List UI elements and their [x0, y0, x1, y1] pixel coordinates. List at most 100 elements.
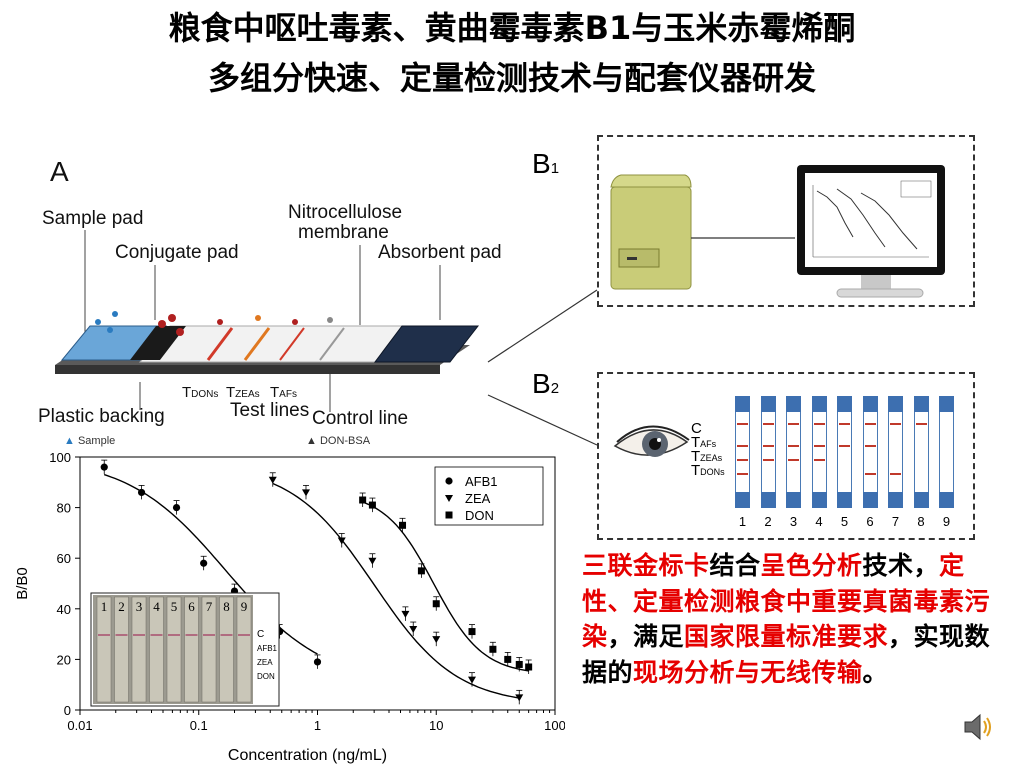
- eye-icon: [613, 425, 690, 457]
- point-zea: [467, 676, 476, 684]
- slide-title-line-2: 多组分快速、定量检测技术与配套仪器研发: [207, 59, 816, 97]
- strip-number: 2: [764, 514, 772, 529]
- nitrocellulose-label-1: Nitrocellulose: [288, 202, 403, 223]
- legend-label-don: DON: [465, 508, 494, 523]
- inset-strip: [149, 596, 164, 703]
- point-zea: [409, 626, 418, 634]
- point-afb1: [172, 504, 181, 512]
- inset-strip: [236, 596, 252, 703]
- desc-seg-1: 三联金标卡: [582, 551, 710, 580]
- x-tick-label: 0.01: [67, 718, 92, 733]
- point-don: [525, 663, 533, 671]
- point-don: [359, 496, 367, 504]
- plastic-backing-label: Plastic backing: [38, 406, 165, 427]
- instrument-drawing: [610, 165, 945, 298]
- point-don: [368, 501, 376, 509]
- strip-number: 3: [789, 514, 798, 529]
- description-text: 三联金标卡结合呈色分析技术，定性、定量检测粮食中重要真菌毒素污染，满足国家限量标…: [582, 548, 994, 690]
- point-don: [432, 600, 440, 608]
- legend-label-afb1: AFB1: [465, 474, 498, 489]
- nitrocellulose-label-2: membrane: [298, 222, 389, 243]
- desc-seg-10: 。: [862, 657, 889, 687]
- y-tick-label: 40: [57, 602, 71, 617]
- point-zea: [268, 476, 277, 484]
- desc-seg-6: ，满足: [607, 622, 685, 651]
- test-strip: [913, 396, 929, 508]
- panel-b2-letter: B2: [532, 368, 560, 399]
- sample-pad-label: Sample pad: [42, 208, 144, 229]
- strip-number: 9: [942, 514, 951, 529]
- y-tick-label: 0: [64, 703, 71, 718]
- test-strip: [760, 396, 776, 508]
- legend-marker-don: [445, 511, 453, 519]
- desc-seg-7: 国家限量标准要求: [684, 622, 889, 651]
- point-don: [468, 628, 476, 636]
- strip-number: 6: [866, 514, 874, 529]
- y-axis-label: B/B0: [14, 567, 31, 600]
- inset-strip: [201, 596, 217, 703]
- point-don: [515, 660, 523, 668]
- conjugate-pad-label: Conjugate pad: [115, 242, 239, 263]
- reader-device-icon: [610, 174, 692, 290]
- y-tick-label: 80: [57, 501, 71, 516]
- test-lines-label: Test lines: [230, 400, 310, 421]
- point-zea: [432, 636, 441, 644]
- point-zea: [401, 610, 410, 618]
- inset-line-label: ZEA: [257, 658, 273, 667]
- inset-strip-number: 5: [171, 599, 178, 614]
- absorbent-pad-label: Absorbent pad: [378, 242, 502, 263]
- c-line-label: C: [691, 420, 702, 437]
- strip-drawing: [55, 230, 480, 412]
- inset-strip: [219, 596, 234, 703]
- x-axis-label: Concentration (ng/mL): [228, 747, 387, 764]
- y-tick-label: 100: [49, 450, 71, 465]
- control-line-label: Control line: [312, 408, 409, 429]
- desc-seg-2: 结合: [709, 551, 761, 580]
- legend-marker-zea: [445, 495, 453, 502]
- strip-number: 7: [891, 514, 900, 529]
- inset-line-label: DON: [257, 672, 275, 681]
- inset-strip-number: 2: [118, 599, 125, 614]
- point-afb1: [100, 463, 108, 471]
- test-strip: [939, 396, 954, 508]
- point-afb1: [137, 488, 146, 497]
- fit-curve-don: [362, 501, 529, 672]
- test-strip: [862, 396, 878, 508]
- inset-line-label: AFB1: [257, 644, 278, 653]
- test-strip: [735, 396, 750, 508]
- inset-strip-number: 8: [223, 599, 230, 614]
- inset-line-label: C: [257, 629, 264, 640]
- inset-strip-number: 3: [136, 599, 143, 614]
- point-afb1: [200, 559, 208, 567]
- strip-number: 1: [738, 514, 747, 529]
- desc-seg-9: 现场分析与无线传输: [633, 657, 863, 687]
- instrument-panel: [597, 135, 975, 307]
- speaker-icon[interactable]: [962, 710, 996, 744]
- legend-don-bsa-label: ▲ DON-BSA: [306, 435, 371, 447]
- t-dons-line-label: TDONs: [691, 462, 725, 479]
- test-strip: [837, 396, 852, 508]
- x-tick-label: 10: [429, 718, 443, 733]
- monitor-icon: [797, 165, 945, 298]
- desc-seg-3: 呈色分析: [760, 551, 863, 580]
- inset-strip: [114, 596, 129, 703]
- strip-number: 4: [815, 514, 823, 529]
- inset-strip: [96, 596, 112, 703]
- desc-seg-8: ，实现数据的: [582, 622, 991, 687]
- point-don: [417, 567, 425, 575]
- t-don-label: TDONs: [182, 384, 219, 401]
- point-don: [399, 521, 407, 529]
- y-tick-label: 60: [57, 551, 71, 566]
- strip-number: 5: [840, 514, 849, 529]
- desc-seg-4: 技术，: [862, 551, 940, 580]
- slide-title-line-1: 粮食中呕吐毒素、黄曲霉毒素B1与玉米赤霉烯酮: [168, 9, 856, 47]
- inset-strip-number: 7: [206, 599, 213, 614]
- x-tick-label: 1: [314, 718, 321, 733]
- legend-label-zea: ZEA: [465, 491, 491, 506]
- desc-seg-5: 定性、定量检测粮食中重要真菌毒素污染: [582, 551, 991, 651]
- t-afs-label: TAFs: [270, 384, 297, 401]
- point-zea: [368, 557, 377, 565]
- strip-schematic-panel: A Sample pad Conjugate pad Nitrocellulos…: [30, 150, 560, 447]
